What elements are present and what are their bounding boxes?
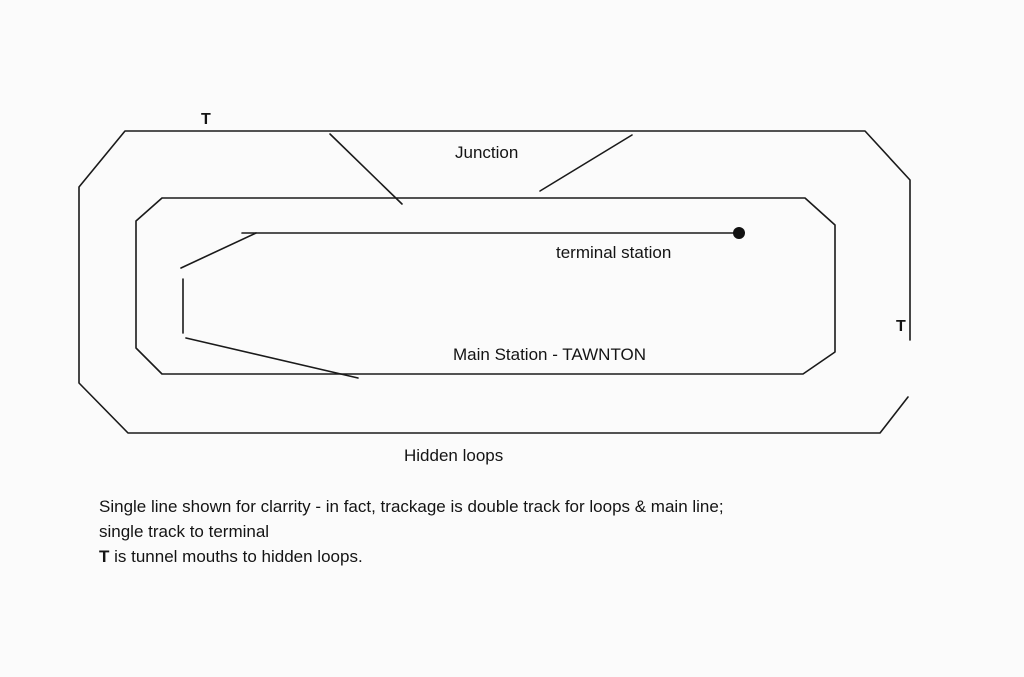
terminal-branch-connector	[185, 337, 359, 379]
legend-tunnel-text: is tunnel mouths to hidden loops.	[109, 547, 363, 566]
notes-line-2: single track to terminal	[99, 522, 270, 541]
junction-label: Junction	[455, 143, 519, 162]
legend-tunnel-symbol: T	[99, 547, 110, 566]
junction-connector-left	[329, 133, 403, 205]
inner-main-loop-track	[135, 197, 836, 375]
terminal-branch-curve	[180, 232, 257, 269]
hidden-loops-label: Hidden loops	[404, 446, 504, 465]
terminal-buffer-icon	[733, 227, 745, 239]
notes-block: Single line shown for clarrity - in fact…	[99, 494, 724, 569]
main-station-label: Main Station - TAWNTON	[453, 345, 647, 364]
junction-connector-right	[539, 134, 633, 192]
terminal-station-label: terminal station	[556, 243, 672, 262]
tunnel-mouth-right: T	[896, 318, 906, 335]
notes-legend: T is tunnel mouths to hidden loops.	[99, 544, 724, 569]
tunnel-mouth-top: T	[201, 111, 211, 128]
notes-line-1: Single line shown for clarrity - in fact…	[99, 497, 724, 516]
outer-hidden-loop-track	[78, 130, 911, 434]
